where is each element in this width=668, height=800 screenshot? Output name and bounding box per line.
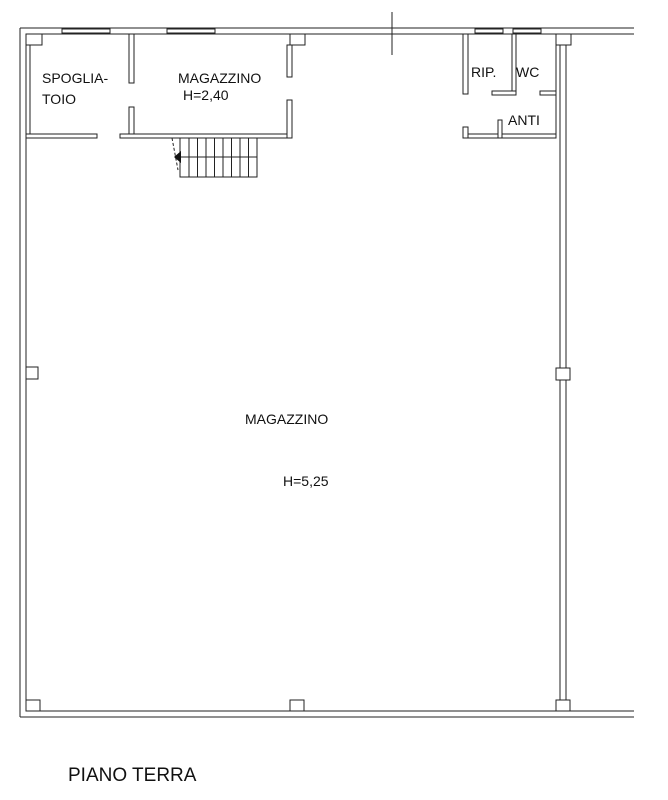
- label-spogliatoio-2: TOIO: [42, 91, 76, 107]
- label-magazzino-small-height: H=2,40: [183, 87, 229, 103]
- label-magazzino-small: MAGAZZINO: [178, 70, 261, 86]
- stairs: [171, 137, 258, 178]
- outer-walls: [19, 27, 634, 718]
- label-magazzino-main-height: H=5,25: [283, 473, 329, 489]
- windows: [61, 28, 542, 34]
- label-spogliatoio-1: SPOGLIA-: [42, 70, 108, 86]
- pillars: [25, 33, 572, 712]
- label-wc: WC: [516, 64, 539, 80]
- label-ripostiglio: RIP.: [471, 64, 496, 80]
- label-anti: ANTI: [508, 112, 540, 128]
- stair-arrow-icon: [174, 151, 181, 163]
- label-magazzino-main: MAGAZZINO: [245, 411, 328, 427]
- plan-title: PIANO TERRA: [68, 765, 197, 786]
- interior-walls: [25, 33, 557, 139]
